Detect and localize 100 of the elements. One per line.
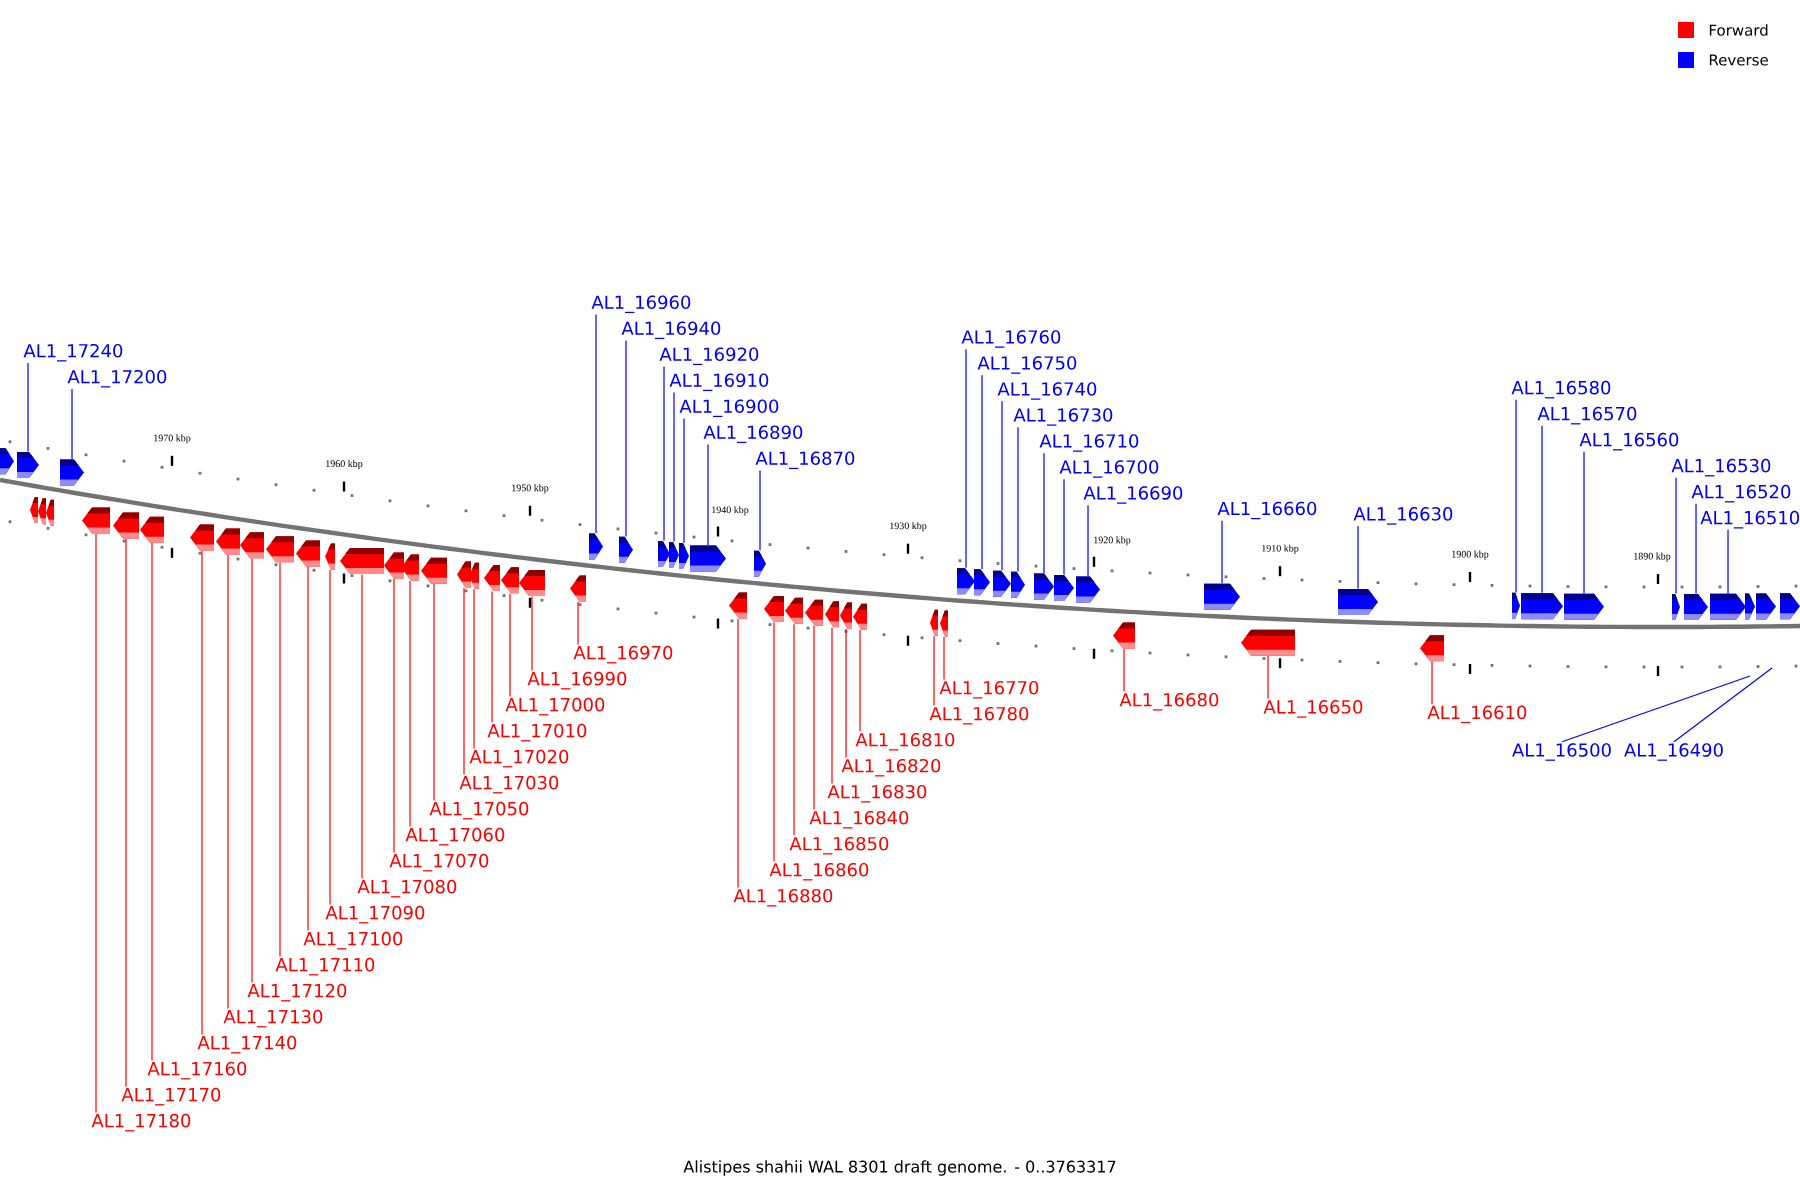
gene-block [60,459,84,486]
leader-line [279,562,281,957]
leader-line [125,538,127,1087]
gene-label: AL1_16960 [591,295,691,314]
gene-label: AL1_17160 [147,1061,247,1080]
gene-label: AL1_17130 [223,1009,323,1028]
leader-line [793,623,795,837]
gene-block [421,557,447,584]
gene-block [240,532,264,559]
gene-label: AL1_16500 [1512,743,1611,761]
gene-label: AL1_16820 [841,758,941,777]
leader-line [491,590,493,723]
leader-line [71,388,73,460]
gene-block [1076,576,1100,603]
leader-line [509,593,511,697]
gene-label: AL1_16830 [827,784,927,803]
gene-label: AL1_17140 [197,1035,297,1054]
leader-line [1675,477,1677,595]
gene-label: AL1_16900 [679,399,779,418]
gene-label: AL1_16560 [1579,432,1679,451]
gene-block [619,536,633,563]
leader-line [307,566,309,931]
gene-label: AL1_16740 [997,382,1097,400]
gene-label: AL1_16510 [1700,510,1800,529]
gene-block [113,512,139,539]
gene-label: AL1_17200 [67,369,167,388]
leader-line [1357,525,1359,590]
gene-label: AL1_17120 [247,983,347,1002]
gene-block [30,496,38,523]
gene-block [266,536,294,563]
gene-block [1420,635,1444,662]
gene-label: AL1_16680 [1119,692,1219,711]
leader-line [1267,655,1269,700]
gene-block [1113,622,1135,649]
leader-line [409,580,411,827]
gene-block [679,543,689,570]
leader-line [673,391,675,543]
gene-block [46,499,54,526]
gene-label: AL1_17060 [405,827,505,846]
gene-block [484,565,500,592]
gene-block [519,570,545,596]
leader-line [859,629,861,733]
leader-line [943,636,945,681]
gene-block [1011,571,1025,598]
gene-label: AL1_16630 [1353,507,1453,525]
gene-block [1564,593,1604,620]
leader-line [1001,400,1003,571]
leader-line [227,554,229,1009]
leader-line [981,374,983,570]
caption: Alistipes shahii WAL 8301 draft genome. - 0..3763317 [683,1160,1116,1176]
leader-line [393,578,395,853]
gene-label: AL1_16870 [755,451,855,470]
leader-line [663,365,665,542]
leader-line [1541,425,1543,594]
gene-label: AL1_16490 [1624,743,1723,761]
gene-label: AL1_17170 [121,1087,221,1106]
leader-line [625,339,627,537]
gene-label: AL1_16690 [1083,486,1183,504]
gene-label: AL1_16840 [809,810,909,829]
gene-label: AL1_16780 [929,706,1029,725]
gene-block [1204,583,1240,610]
gene-label: AL1_17090 [325,905,425,924]
gene-label: AL1_17110 [275,957,375,976]
gene-label: AL1_16920 [659,347,759,366]
leader-line [759,469,761,551]
leader-line [1673,667,1773,743]
gene-label: AL1_16990 [527,671,627,690]
gene-block [805,599,823,626]
gene-block [853,603,867,630]
leader-line [845,628,847,759]
gene-block [1745,593,1755,620]
leader-line [1017,426,1019,573]
leader-line [1087,504,1089,577]
gene-label: AL1_16700 [1059,460,1159,478]
leader-line [1515,399,1517,594]
gene-label: AL1_16650 [1263,700,1363,718]
leader-line [1727,529,1729,594]
leader-line [1221,520,1223,584]
gene-block [38,498,46,525]
gene-block [669,542,679,568]
gene-label: AL1_17080 [357,879,457,898]
gene-block [754,550,766,577]
gene-block [401,554,419,581]
leader-line [251,557,253,983]
gene-label: AL1_16520 [1691,484,1791,503]
gene-block [1684,593,1708,620]
leader-line [577,601,579,645]
gene-label: AL1_16970 [573,645,673,664]
gene-block [570,575,586,602]
gene-label: AL1_16730 [1013,408,1113,426]
leader-line [433,583,435,801]
gene-block [1780,593,1800,620]
leader-line [737,618,739,889]
gene-block [1054,574,1074,601]
gene-block [325,543,335,570]
gene-label: AL1_16910 [669,373,769,392]
gene-label: AL1_17030 [459,775,559,794]
leader-line [965,348,967,569]
gene-block [974,569,990,596]
gene-block [940,610,948,637]
